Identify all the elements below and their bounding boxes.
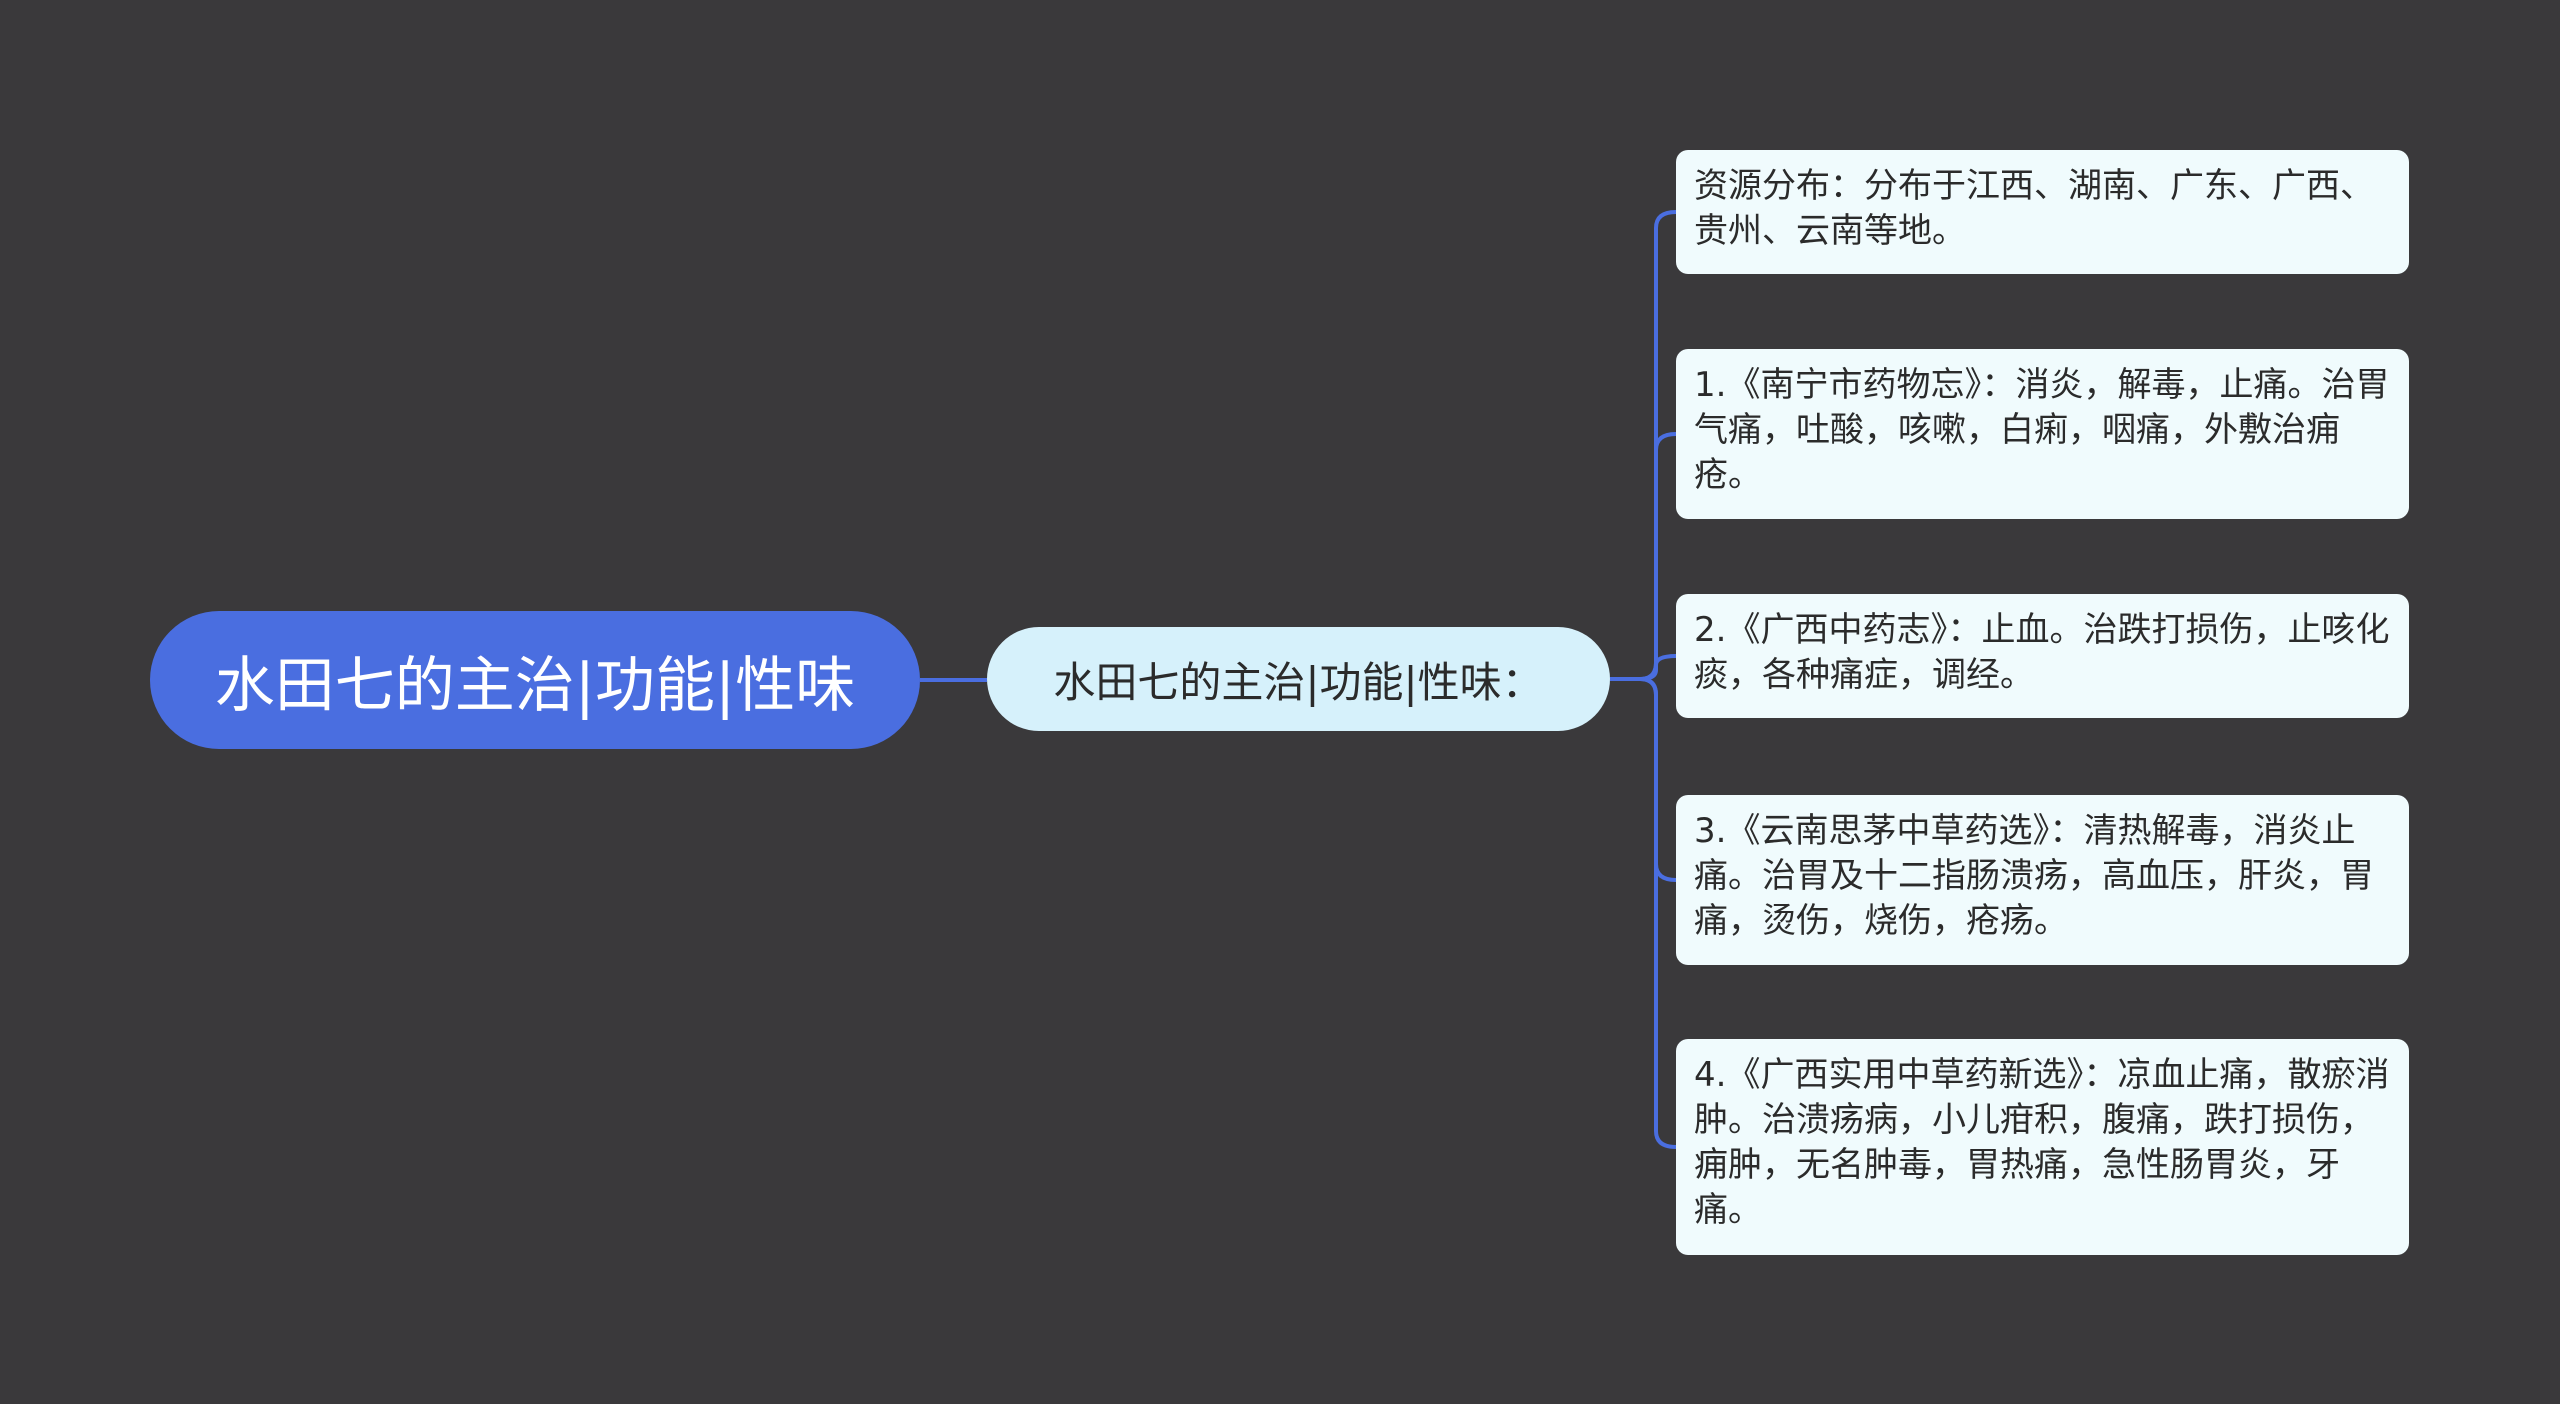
leaf-node-nanning[interactable]: 1.《南宁市药物忘》：消炎，解毒，止痛。治胃气痛，吐酸，咳嗽，白痢，咽痛，外敷治… <box>1676 349 2409 519</box>
leaf-node-yunnan-simao[interactable]: 3.《云南思茅中草药选》：清热解毒，消炎止痛。治胃及十二指肠溃疡，高血压，肝炎，… <box>1676 795 2409 965</box>
sub-node[interactable]: 水田七的主治|功能|性味： <box>987 627 1610 731</box>
leaf-node-guangxi-practical[interactable]: 4.《广西实用中草药新选》：凉血止痛，散瘀消肿。治溃疡病，小儿疳积，腹痛，跌打损… <box>1676 1039 2409 1255</box>
leaf-node-resources[interactable]: 资源分布：分布于江西、湖南、广东、广西、贵州、云南等地。 <box>1676 150 2409 274</box>
connector-sub-leaf-3 <box>1639 654 1677 681</box>
root-node[interactable]: 水田七的主治|功能|性味 <box>150 611 920 749</box>
connector-sub-leaf-2 <box>1639 432 1677 681</box>
leaf-node-guangxi-medicine[interactable]: 2.《广西中药志》：止血。治跌打损伤，止咳化痰，各种痛症，调经。 <box>1676 594 2409 718</box>
connector-sub-leaf-1 <box>1610 210 1677 681</box>
connector-sub-leaf-5 <box>1639 677 1677 1149</box>
